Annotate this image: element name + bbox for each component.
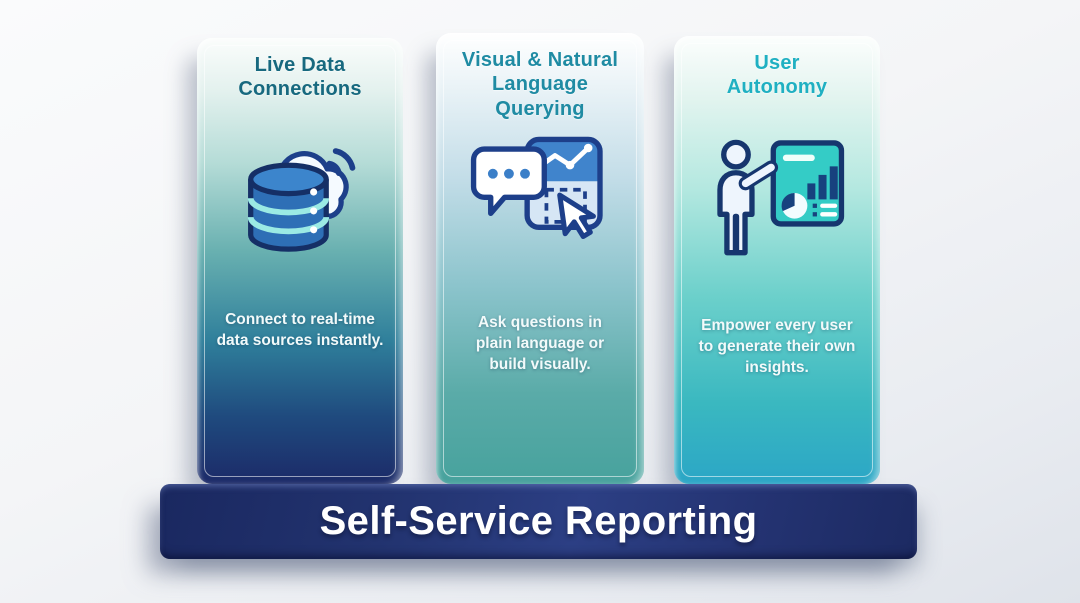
card-description: Empower every user to generate their own… <box>698 317 856 376</box>
card-title: Visual & Natural Language Querying <box>461 49 619 120</box>
database-cloud-icon <box>229 128 371 261</box>
presenter-dashboard-icon <box>704 128 850 263</box>
title-banner: Self-Service Reporting <box>160 484 917 559</box>
chat-chart-cursor-icon <box>464 133 616 258</box>
card-title: User Autonomy <box>726 52 828 99</box>
card-description: Ask questions in plain language or build… <box>475 314 605 373</box>
card-title: Live Data Connections <box>238 54 362 101</box>
card-user-autonomy: User Autonomy Empow <box>674 36 880 484</box>
banner-title: Self-Service Reporting <box>319 499 758 543</box>
card-description: Connect to real-time data sources instan… <box>216 311 384 349</box>
card-live-data-connections: Live Data Connections Connect to real-ti… <box>197 38 403 484</box>
card-visual-natural-language-querying: Visual & Natural Language Querying <box>436 33 644 484</box>
